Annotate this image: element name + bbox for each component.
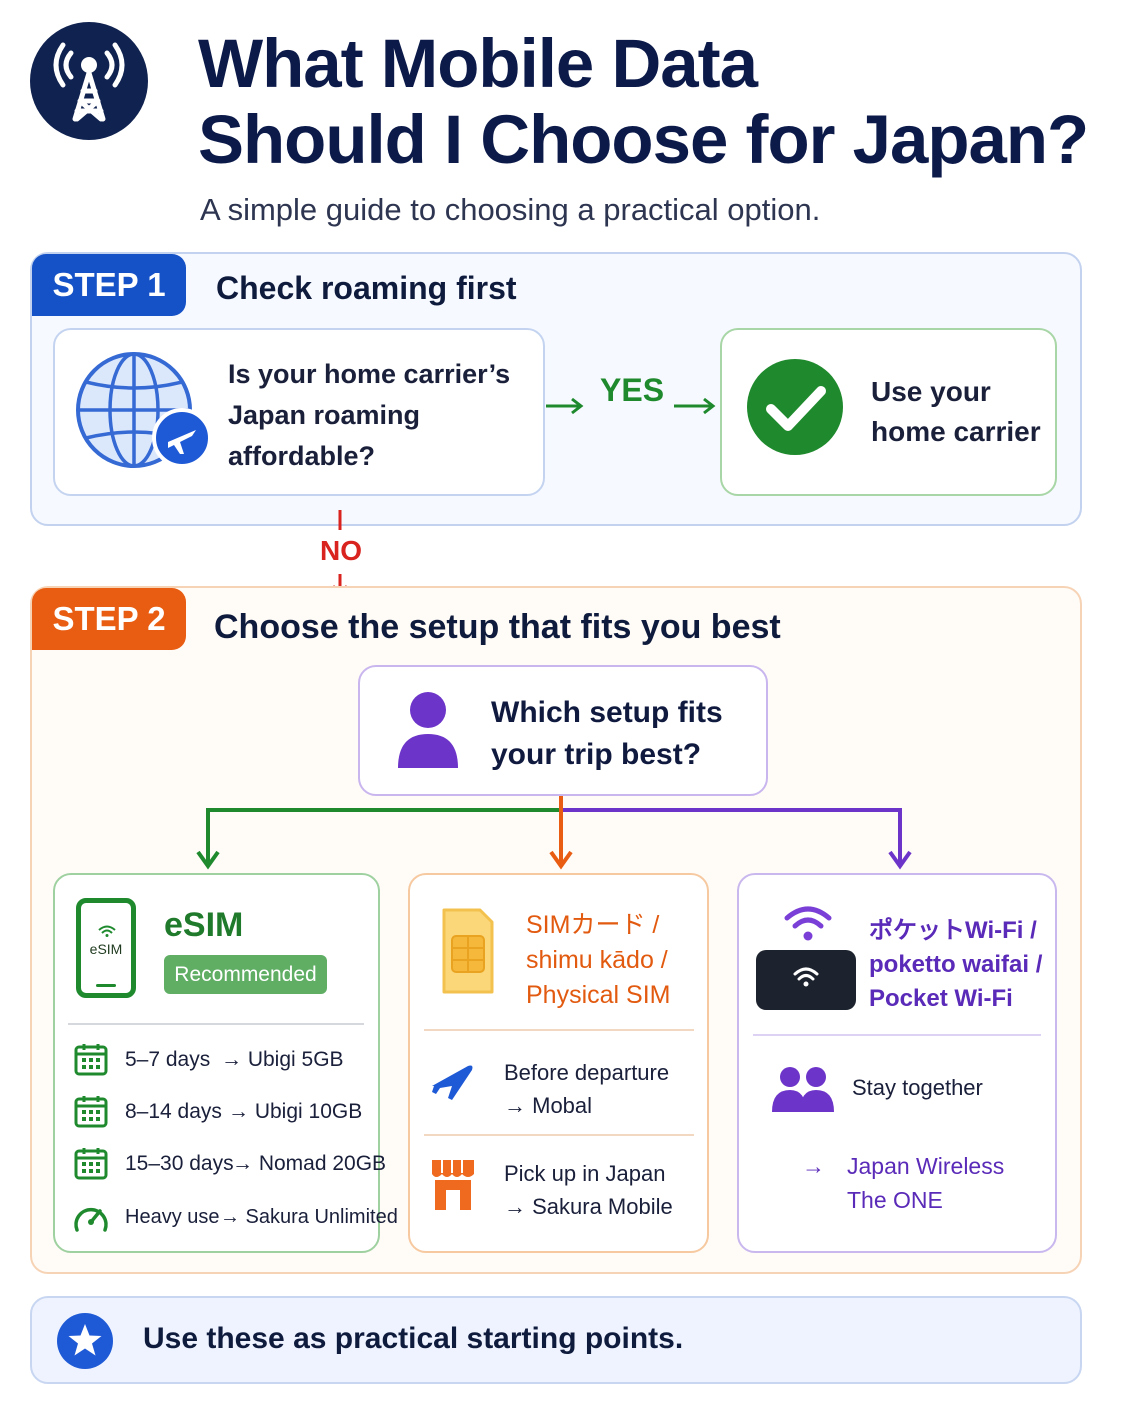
esim-row-1-pick: → Ubigi 5GB [221,1048,344,1071]
sim-option-1-pick: → Mobal [504,1093,593,1118]
sim-option-2-pick: → Sakura Mobile [504,1194,673,1219]
esim-row-1-label: 5–7 days [125,1048,211,1071]
esim-row-4-label: Heavy use [125,1206,220,1228]
wifi-icon [784,906,832,941]
yes-arrow-left [546,397,584,415]
star-icon [56,1312,114,1370]
step2-badge: STEP 2 [32,588,186,650]
wifi-option-pick: Japan Wireless The ONE [847,1153,1005,1213]
esim-row-2-label: 8–14 days [125,1100,222,1123]
branch-connectors [196,796,912,870]
title-line-1: What Mobile Data [198,25,758,102]
person-icon [396,690,460,770]
esim-divider [68,1023,364,1025]
airplane-icon [432,1065,473,1100]
gauge-icon [74,1207,108,1232]
calendar-icon [74,1096,108,1128]
setup-question: Which setup fits your trip best? [491,696,723,771]
shop-icon [432,1160,474,1210]
physical-sim-title: SIMカード / shimu kādo / Physical SIM [526,911,671,1009]
wifi-option-arrow: → [802,1153,825,1179]
home-carrier-text: Use your home carrier [871,376,1041,447]
sim-option-1-label: Before departure [504,1060,670,1085]
page-subtitle: A simple guide to choosing a practical o… [200,192,821,227]
wifi-option-label: Stay together [852,1075,983,1100]
esim-row-4-pick: → Sakura Unlimited [220,1206,398,1228]
setup-question-box [358,665,768,796]
step1-badge: STEP 1 [32,254,186,316]
people-icon [772,1067,834,1112]
antenna-icon [53,42,125,122]
yes-arrow-right [674,397,716,415]
globe-icon [76,350,216,474]
wifi-divider [753,1034,1041,1036]
footer-text: Use these as practical starting points. [143,1322,684,1355]
calendar-icon [74,1044,108,1076]
sim-card-icon [440,906,496,996]
antenna-logo [30,22,148,140]
esim-title: eSIM [164,906,244,944]
sim-divider-2 [424,1134,694,1136]
sim-option-2-label: Pick up in Japan [504,1161,666,1186]
yes-label: YES [600,372,665,408]
page-title: What Mobile Data Should I Choose for Jap… [198,26,1098,178]
step1-heading: Check roaming first [216,270,517,306]
no-label: NO [318,535,364,567]
pocket-wifi-device-icon [756,950,856,1010]
checkmark-icon [745,357,845,457]
pocket-wifi-title: ポケットWi-Fi / poketto waifai / Pocket Wi-F… [869,917,1043,1012]
step2-heading: Choose the setup that fits you best [214,608,781,646]
esim-row-3-label: 15–30 days [125,1152,234,1175]
calendar-icon [74,1148,108,1180]
roaming-question: Is your home carrier’s Japan roaming aff… [228,359,511,471]
sim-divider-1 [424,1029,694,1031]
title-line-2: Should I Choose for Japan? [198,101,1089,178]
airplane-icon [152,408,212,468]
recommended-badge: Recommended [164,955,327,994]
esim-icon-label: eSIM [89,941,123,957]
footer-banner [30,1296,1082,1384]
phone-esim-icon: eSIM [76,898,136,998]
esim-row-2-pick: → Ubigi 10GB [228,1100,363,1123]
esim-row-3-pick: → Nomad 20GB [232,1152,387,1175]
pocket-wifi-card [737,873,1057,1253]
